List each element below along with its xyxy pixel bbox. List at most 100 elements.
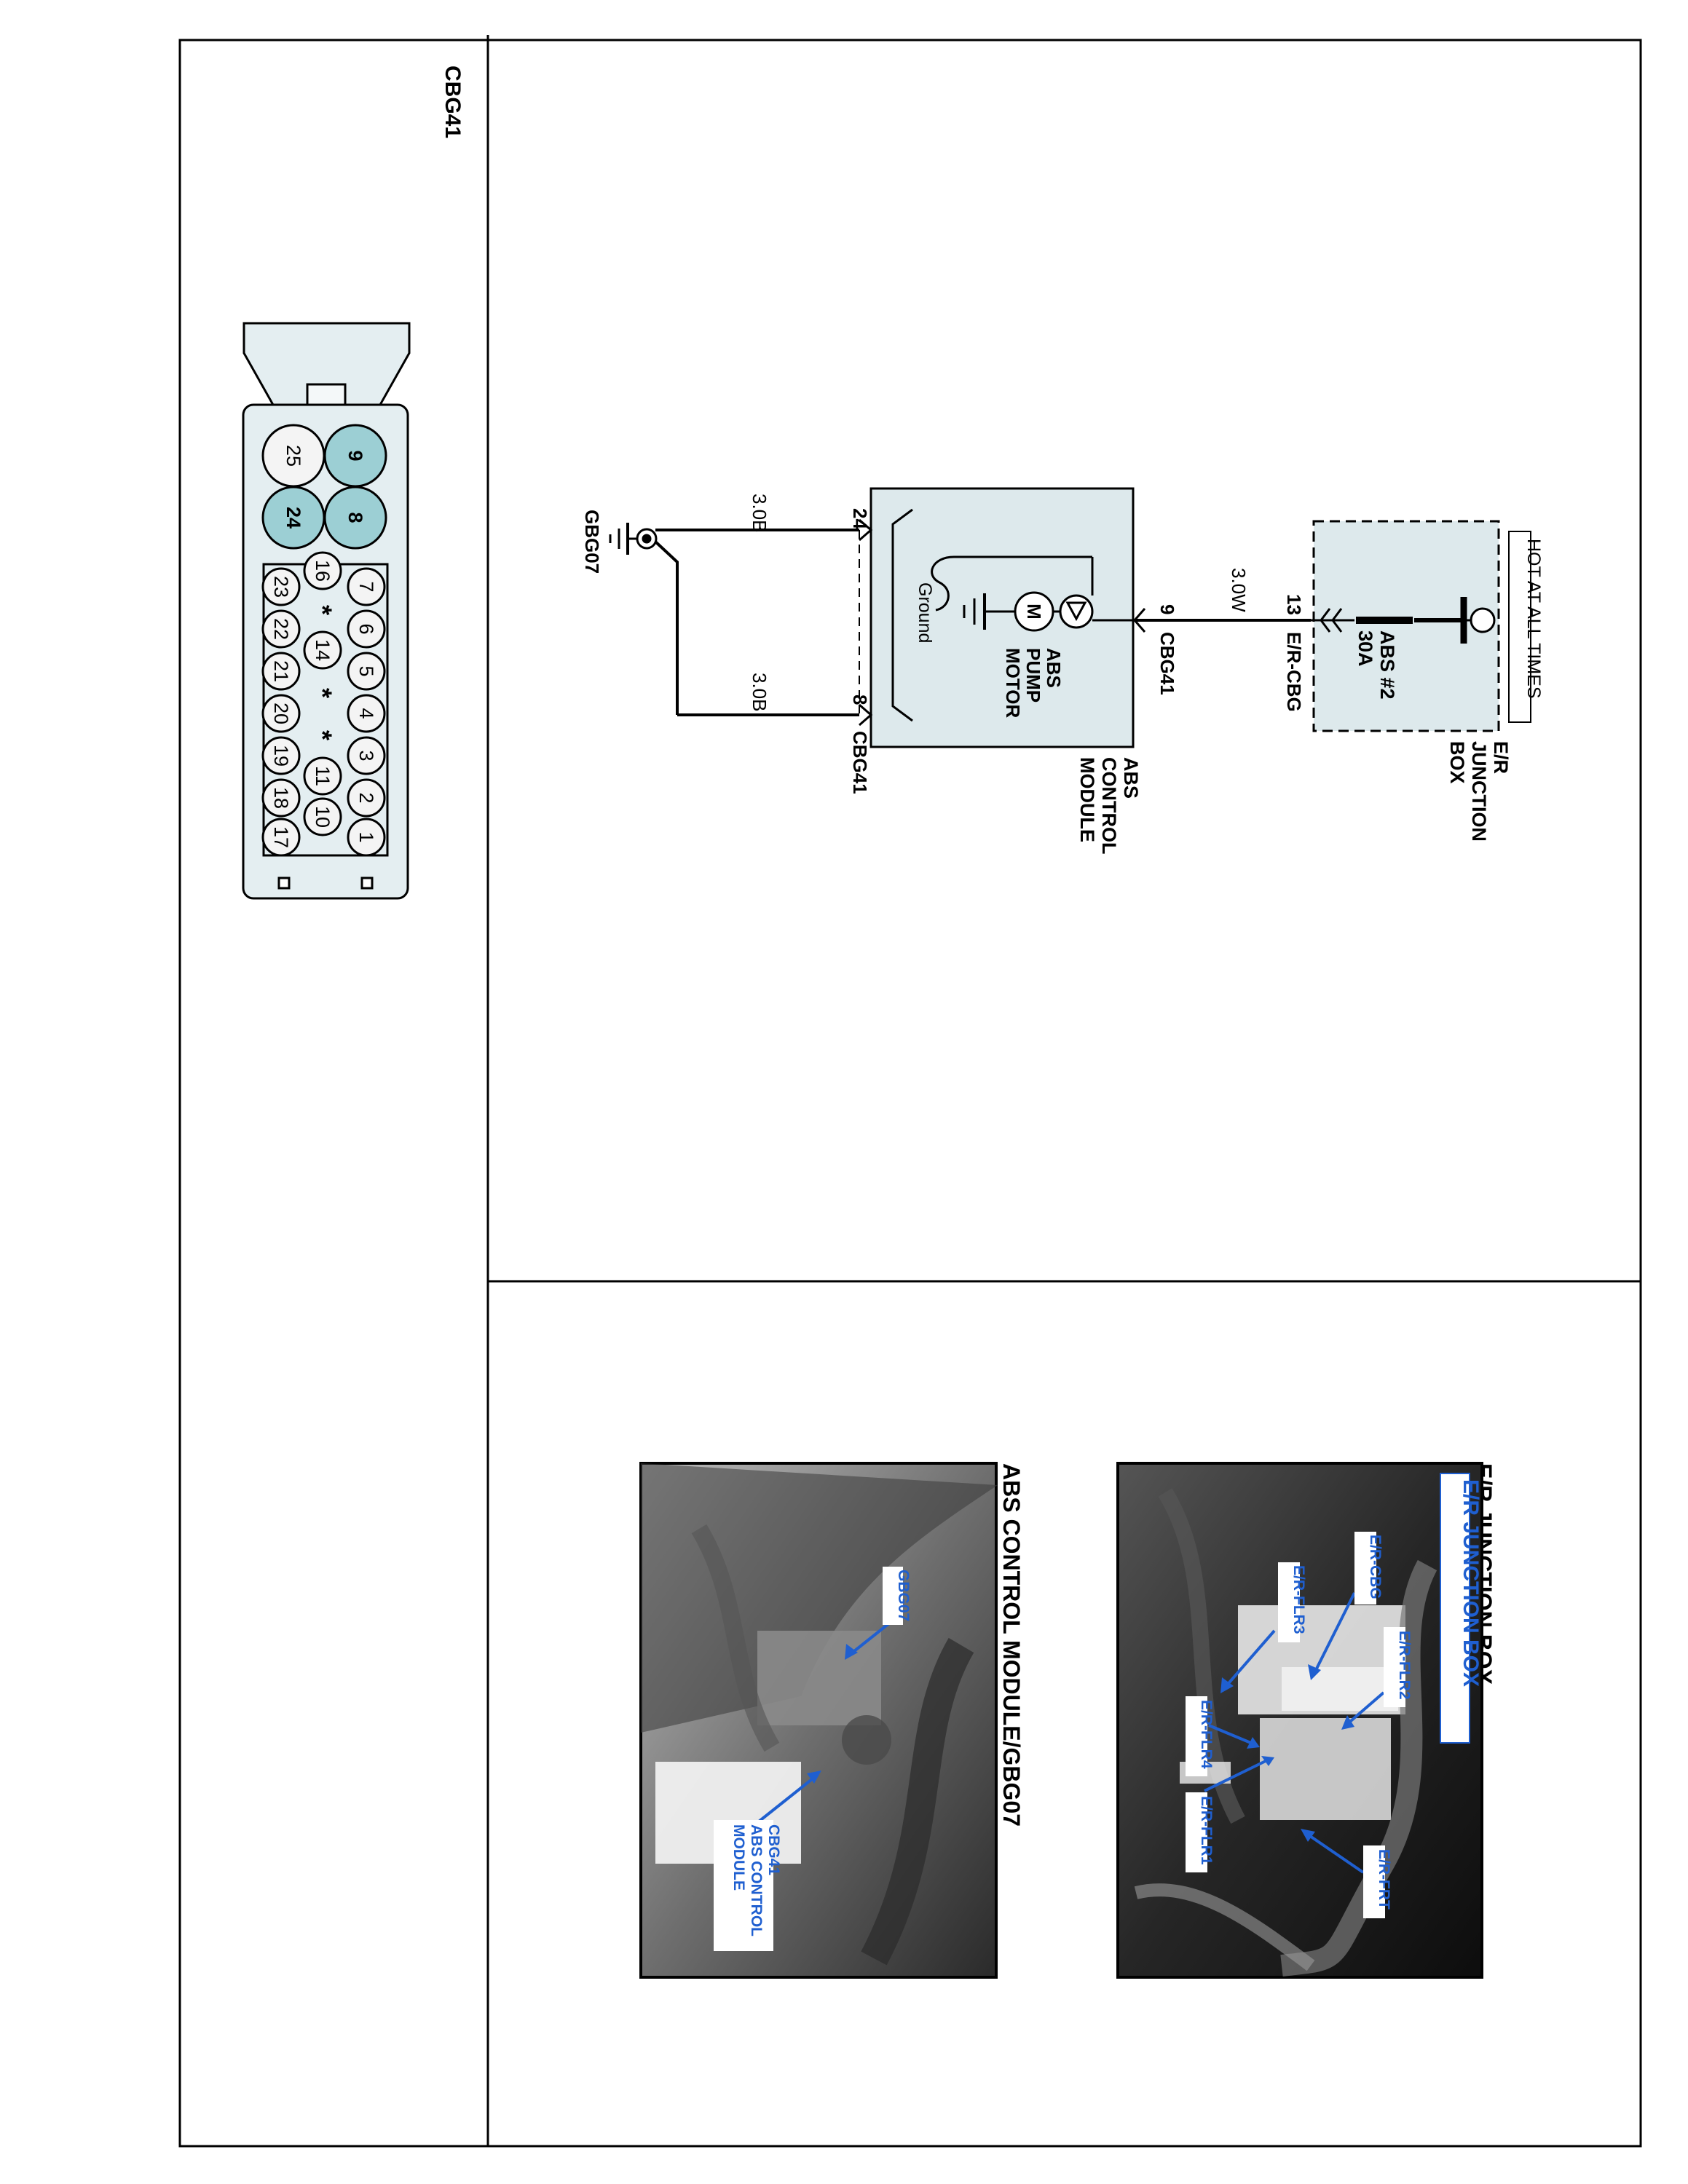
junction-box-outline [1312,520,1500,732]
pin-6 [347,609,386,649]
photo1-callout-arrowheads [1220,1664,1354,1842]
ground-wires [654,529,859,716]
svg-text:*: * [308,730,338,740]
svg-text:3: 3 [355,750,377,761]
pin-17 [261,818,301,857]
wire-ground-a-spec: 3.0B [749,494,770,533]
photo2-callout-module: CBG41 ABS CONTROL MODULE [714,1820,782,1951]
pin-14 [303,630,342,670]
svg-text:E/R-CBG: E/R-CBG [1367,1535,1384,1599]
fuse-icon: ABS #2 30A [1354,617,1413,700]
module-connector-name: CBG41 [1156,632,1178,695]
svg-text:6: 6 [355,623,377,634]
wire-ground-b-spec: 3.0B [749,673,770,712]
wire-power-spec: 3.0W [1228,568,1250,612]
svg-text:PUMP: PUMP [1022,648,1044,703]
ground-point-name: GBG07 [581,510,603,574]
svg-text:10: 10 [312,806,334,828]
svg-text:ABS: ABS [1120,757,1142,799]
photo1-callouts [1204,1592,1385,1874]
pin-21 [261,652,301,691]
jb-connector-name: E/R-CBG [1283,632,1305,712]
svg-text:1: 1 [355,831,377,842]
svg-text:30A: 30A [1354,630,1376,667]
svg-text:BOX: BOX [1446,741,1468,784]
svg-text:E/R: E/R [1490,741,1512,774]
svg-text:18: 18 [270,787,292,809]
ground-point-icon [609,523,658,555]
pin-20 [261,694,301,733]
photo1-callout-labels: E/R-CBG E/R-FLR2 E/R-FLR3 E/R-FLR4 E/R-F… [1186,1532,1413,1918]
pin-24 [261,486,326,550]
svg-text:24: 24 [283,507,304,529]
svg-text:ABS: ABS [1043,648,1065,688]
svg-text:17: 17 [270,826,292,848]
pin-2 [347,778,386,818]
photo2-callout-ground: GBG07 [883,1567,912,1625]
svg-text:E/R-FLR1: E/R-FLR1 [1198,1796,1215,1865]
motor-symbol: M [1023,604,1045,620]
internal-ground-label: Ground [915,582,935,643]
svg-text:25: 25 [283,445,304,467]
module-pin-9-number: 9 [1156,604,1178,614]
photo2-title: ABS CONTROL MODULE/GBG07 [998,1463,1025,1827]
pin-3 [347,736,386,775]
svg-text:16: 16 [312,560,334,582]
svg-text:E/R-FLR4: E/R-FLR4 [1198,1700,1215,1769]
svg-text:E/R-FLR2: E/R-FLR2 [1396,1631,1413,1700]
photo2-callout-arrowheads [807,1644,858,1784]
connector-pins [261,424,389,857]
svg-text:E/R-FRT: E/R-FRT [1376,1849,1392,1910]
pin-4 [347,694,386,733]
schematic: HOT AT ALL TIMES E/R JUNCTION BOX ABS #2… [581,487,1544,854]
ground-pins [859,518,873,727]
ground-connector-name: CBG41 [849,731,871,794]
ground-pin-a-number: 24 [849,508,871,529]
svg-text:22: 22 [270,618,292,640]
pin-22 [261,609,301,649]
svg-text:MOTOR: MOTOR [1002,648,1024,719]
svg-text:11: 11 [312,766,334,786]
photo-panel: E/R JUNCTION BOX E/R JUNCTION BOX [639,1462,1496,1979]
photo2-abs-control-module [639,1462,998,1979]
svg-text:23: 23 [270,576,292,598]
svg-text:HOT AT ALL TIMES: HOT AT ALL TIMES [1523,539,1544,699]
abs-control-module-label: ABS CONTROL MODULE [1076,757,1142,854]
junction-box-label: E/R JUNCTION BOX [1446,741,1512,842]
svg-text:ABS CONTROL: ABS CONTROL [748,1824,765,1936]
connector-id-label: CBG41 [441,66,465,138]
svg-text:19: 19 [270,745,292,767]
svg-text:4: 4 [355,708,377,719]
pin-18 [261,778,301,818]
svg-text:8: 8 [344,512,366,523]
svg-text:GBG07: GBG07 [895,1570,912,1621]
svg-text:14: 14 [312,639,334,661]
svg-text:E/R JUNCTION BOX: E/R JUNCTION BOX [1459,1479,1483,1687]
svg-text:*: * [308,688,338,698]
svg-text:5: 5 [355,665,377,676]
module-internal-circuit [891,508,1133,722]
pin-23 [261,567,301,606]
pin-1 [347,818,386,857]
pin-11 [303,756,342,796]
jb-connector-pin [1311,608,1354,633]
svg-text:MODULE: MODULE [730,1824,747,1891]
abs-pump-motor-label: ABS PUMP MOTOR [1002,648,1065,719]
svg-text:CONTROL: CONTROL [1098,757,1120,854]
jb-pin-number: 13 [1283,594,1305,615]
svg-text:*: * [308,605,338,615]
hot-at-all-times-box: HOT AT ALL TIMES [1508,531,1544,723]
connector-panel: CBG41 [242,66,465,900]
abs-control-module-box [869,487,1135,748]
photo1-er-junction-box [1116,1462,1483,1979]
pin-10 [303,797,342,836]
svg-text:20: 20 [270,703,292,724]
pin-5 [347,652,386,691]
svg-text:7: 7 [355,581,377,592]
svg-text:2: 2 [355,792,377,803]
svg-text:CBG41: CBG41 [765,1824,782,1875]
photo1-banner: E/R JUNCTION BOX [1440,1473,1483,1744]
ground-pin-b-number: 8 [849,695,871,705]
page-frame [178,35,1642,2148]
